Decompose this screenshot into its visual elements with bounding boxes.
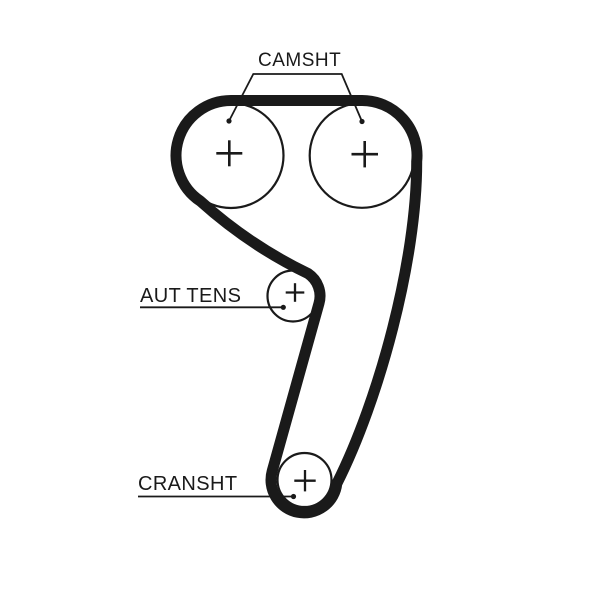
camshaft-label: CAMSHT bbox=[258, 50, 341, 71]
crankshaft-leader-dot bbox=[290, 493, 297, 500]
camshaft-right-cross-mark bbox=[351, 141, 378, 168]
timing-belt-path bbox=[170, 95, 423, 519]
tensioner-cross-mark bbox=[285, 283, 305, 302]
crankshaft-cross-mark bbox=[294, 470, 316, 492]
camshaft-right-leader-dot bbox=[359, 118, 365, 125]
tensioner-label: AUT TENS bbox=[140, 285, 241, 307]
camshaft-left-leader-dot bbox=[226, 118, 232, 124]
camshaft-left-cross-mark bbox=[216, 140, 243, 167]
camshaft-leader-line bbox=[228, 73, 363, 122]
crankshaft-label: CRANSHT bbox=[138, 473, 237, 495]
tensioner-leader-dot bbox=[280, 304, 286, 310]
